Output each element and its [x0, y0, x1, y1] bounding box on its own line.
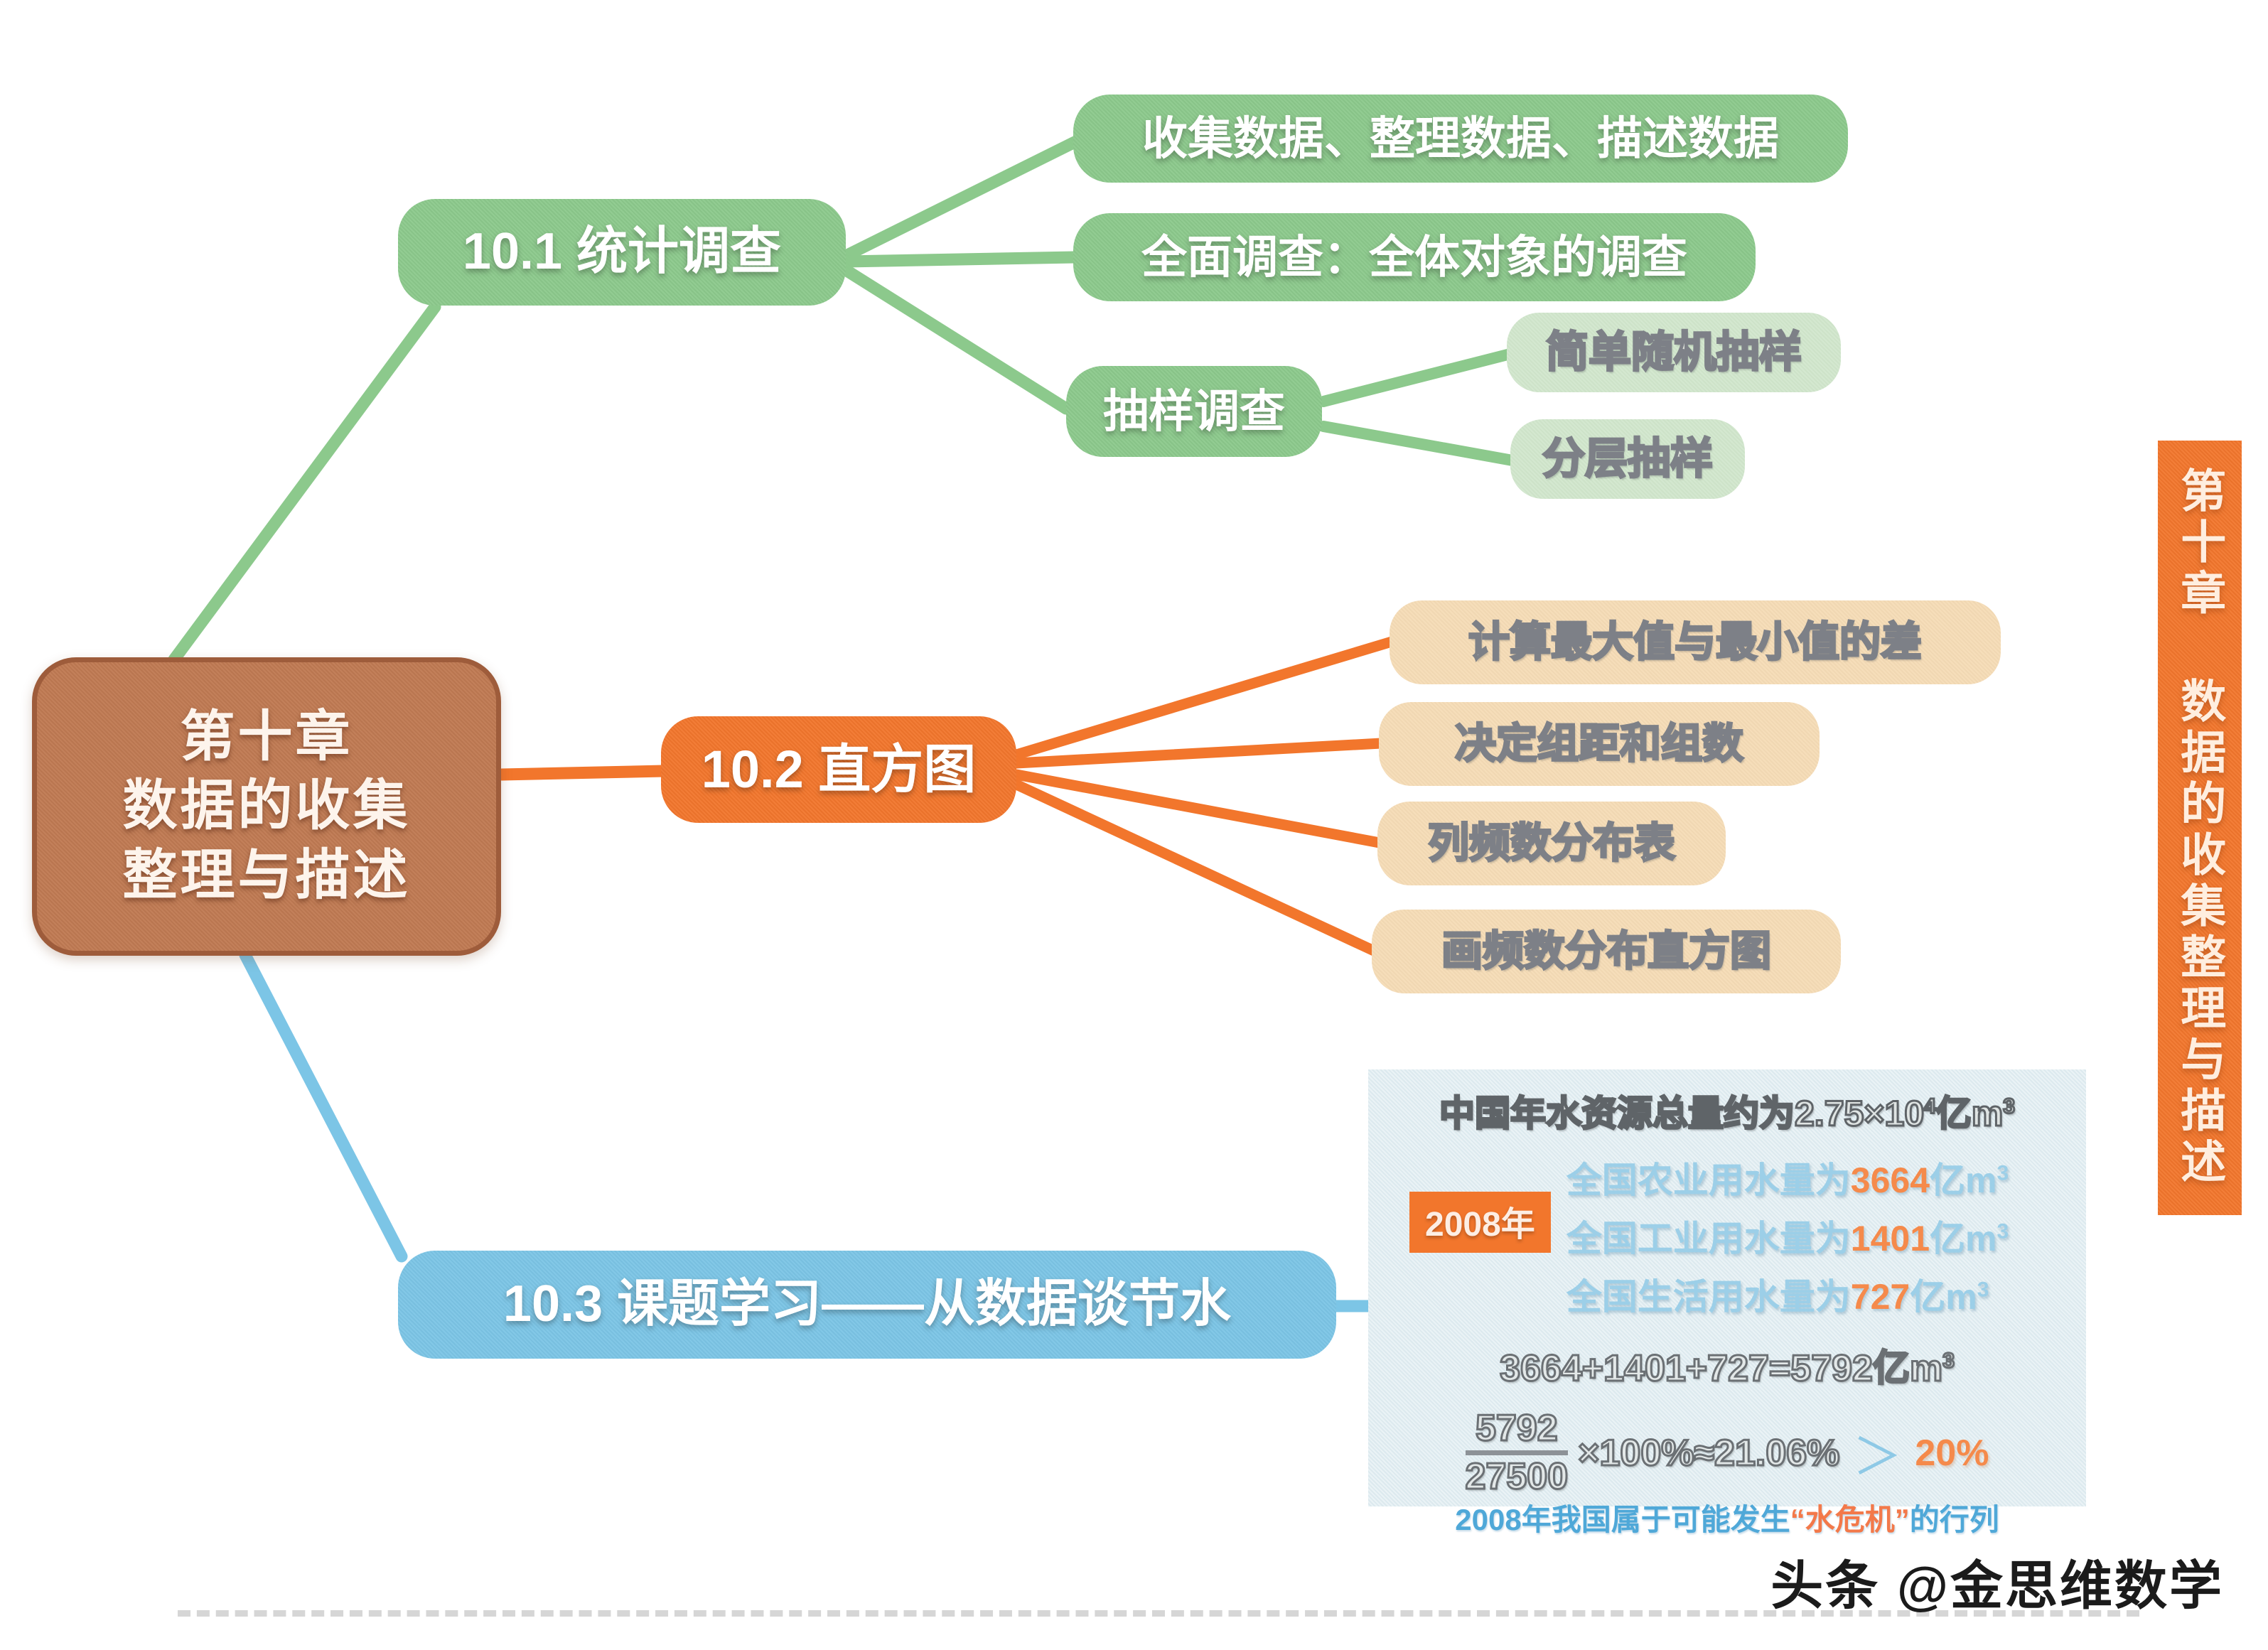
node-10-3-project-water-saving[interactable]: 10.3 课题学习——从数据谈节水 — [398, 1251, 1336, 1359]
heading-prefix: 中国年水资源总量约为2.75×10 — [1438, 1093, 1925, 1135]
connector-sampling-to-child2 — [1318, 421, 1518, 466]
conclusion-warning: “水危机” — [1790, 1503, 1910, 1537]
conclusion-part-a: 2008年我国属于可能发生 — [1455, 1503, 1790, 1537]
usage-unit: 亿m — [1910, 1277, 1977, 1317]
panel-usage-block: 2008年 全国农业用水量为3664亿m3 全国工业用水量为1401亿m3 全国… — [1382, 1152, 2072, 1320]
usage-unit: 亿m — [1930, 1160, 1997, 1200]
usage-unit-sup: 3 — [1996, 1219, 2009, 1244]
sum-unit-sup: 3 — [1942, 1348, 1956, 1374]
node-10-2-histogram[interactable]: 10.2 直方图 — [661, 716, 1016, 823]
usage-label: 全国农业用水量为 — [1566, 1160, 1851, 1200]
node-census-survey[interactable]: 全面调查：全体对象的调查 — [1073, 213, 1756, 301]
heading-exponent: 4 — [1923, 1094, 1938, 1119]
usage-value: 3664 — [1850, 1160, 1930, 1200]
node-frequency-table[interactable]: 列频数分布表 — [1377, 802, 1726, 885]
node-draw-frequency-histogram[interactable]: 画频数分布直方图 — [1372, 910, 1841, 993]
connector-root-to-102 — [495, 765, 670, 781]
node-simple-random-sampling[interactable]: 简单随机抽样 — [1507, 313, 1841, 392]
node-compute-range[interactable]: 计算最大值与最小值的差 — [1390, 600, 2001, 684]
panel-conclusion: 2008年我国属于可能发生“水危机”的行列 — [1382, 1496, 2072, 1539]
connector-102-to-child2 — [1011, 738, 1387, 769]
node-stratified-sampling[interactable]: 分层抽样 — [1510, 419, 1745, 499]
root-line-2: 数据的收集 — [122, 775, 411, 837]
usage-unit-sup: 3 — [1996, 1161, 2009, 1185]
usage-unit: 亿m — [1930, 1219, 1997, 1258]
usage-value: 727 — [1850, 1277, 1910, 1317]
usage-line-list: 全国农业用水量为3664亿m3 全国工业用水量为1401亿m3 全国生活用水量为… — [1566, 1152, 2009, 1320]
heading-unit-sup: 3 — [2002, 1094, 2016, 1119]
sum-equation: 3664+1401+727=5792亿m3 — [1382, 1338, 2072, 1391]
connector-102-to-child3 — [1011, 769, 1385, 848]
watermark: 头条 @金思维数学 — [1770, 1556, 2224, 1615]
node-decide-class-width-count[interactable]: 决定组距和组数 — [1379, 702, 1820, 786]
usage-label: 全国工业用水量为 — [1566, 1219, 1851, 1258]
connector-root-to-103 — [239, 949, 408, 1263]
panel-heading: 中国年水资源总量约为2.75×104亿m3 — [1382, 1085, 2072, 1136]
node-10-1-statistical-survey[interactable]: 10.1 统计调查 — [398, 199, 846, 306]
node-collect-organize-describe-data[interactable]: 收集数据、整理数据、描述数据 — [1073, 95, 1848, 183]
connector-101-to-child2 — [839, 251, 1081, 268]
usage-value: 1401 — [1850, 1219, 1930, 1258]
connector-102-to-child1 — [1011, 636, 1397, 760]
year-badge: 2008年 — [1409, 1192, 1551, 1253]
root-line-1: 第十章 — [180, 706, 353, 768]
usage-line: 全国农业用水量为3664亿m3 — [1566, 1152, 2009, 1203]
root-line-3: 整理与描述 — [122, 844, 411, 906]
greater-than-icon: ＞ — [1852, 1429, 1903, 1485]
fraction: 5792 27500 — [1464, 1408, 1569, 1498]
border-mask-top — [0, 0, 2104, 43]
calc-tail: ×100%≈21.06% — [1577, 1431, 1841, 1474]
connector-101-to-child1 — [839, 136, 1081, 262]
sum-text: 3664+1401+727=5792亿m — [1499, 1347, 1944, 1391]
bottom-dashed-rule — [178, 1610, 2139, 1617]
connector-102-to-child4 — [1011, 779, 1380, 956]
connector-sampling-to-child1 — [1318, 348, 1516, 407]
percentage-equation: 5792 27500 ×100%≈21.06% ＞ 20% — [1382, 1408, 2072, 1498]
root-node[interactable]: 第十章 数据的收集 整理与描述 — [32, 657, 501, 956]
fraction-denominator: 27500 — [1464, 1456, 1569, 1498]
border-mask-bottom — [0, 1565, 2268, 1650]
usage-line: 全国工业用水量为1401亿m3 — [1566, 1210, 2009, 1261]
heading-suffix: 亿m — [1935, 1093, 2004, 1135]
connector-101-to-sampling — [839, 264, 1073, 415]
conclusion-part-b: 的行列 — [1909, 1503, 1999, 1537]
threshold-value: 20% — [1915, 1432, 1989, 1474]
fraction-numerator: 5792 — [1474, 1408, 1559, 1449]
connector-root-to-101 — [168, 301, 441, 666]
usage-label: 全国生活用水量为 — [1566, 1277, 1851, 1317]
fraction-bar — [1465, 1450, 1569, 1456]
chapter-side-tab: 第十章 数据的收集整理与描述 — [2158, 441, 2242, 1215]
usage-line: 全国生活用水量为727亿m3 — [1566, 1268, 2009, 1320]
usage-unit-sup: 3 — [1977, 1278, 1989, 1302]
water-data-panel: 中国年水资源总量约为2.75×104亿m3 2008年 全国农业用水量为3664… — [1368, 1069, 2086, 1536]
node-sampling-survey[interactable]: 抽样调查 — [1066, 366, 1322, 457]
